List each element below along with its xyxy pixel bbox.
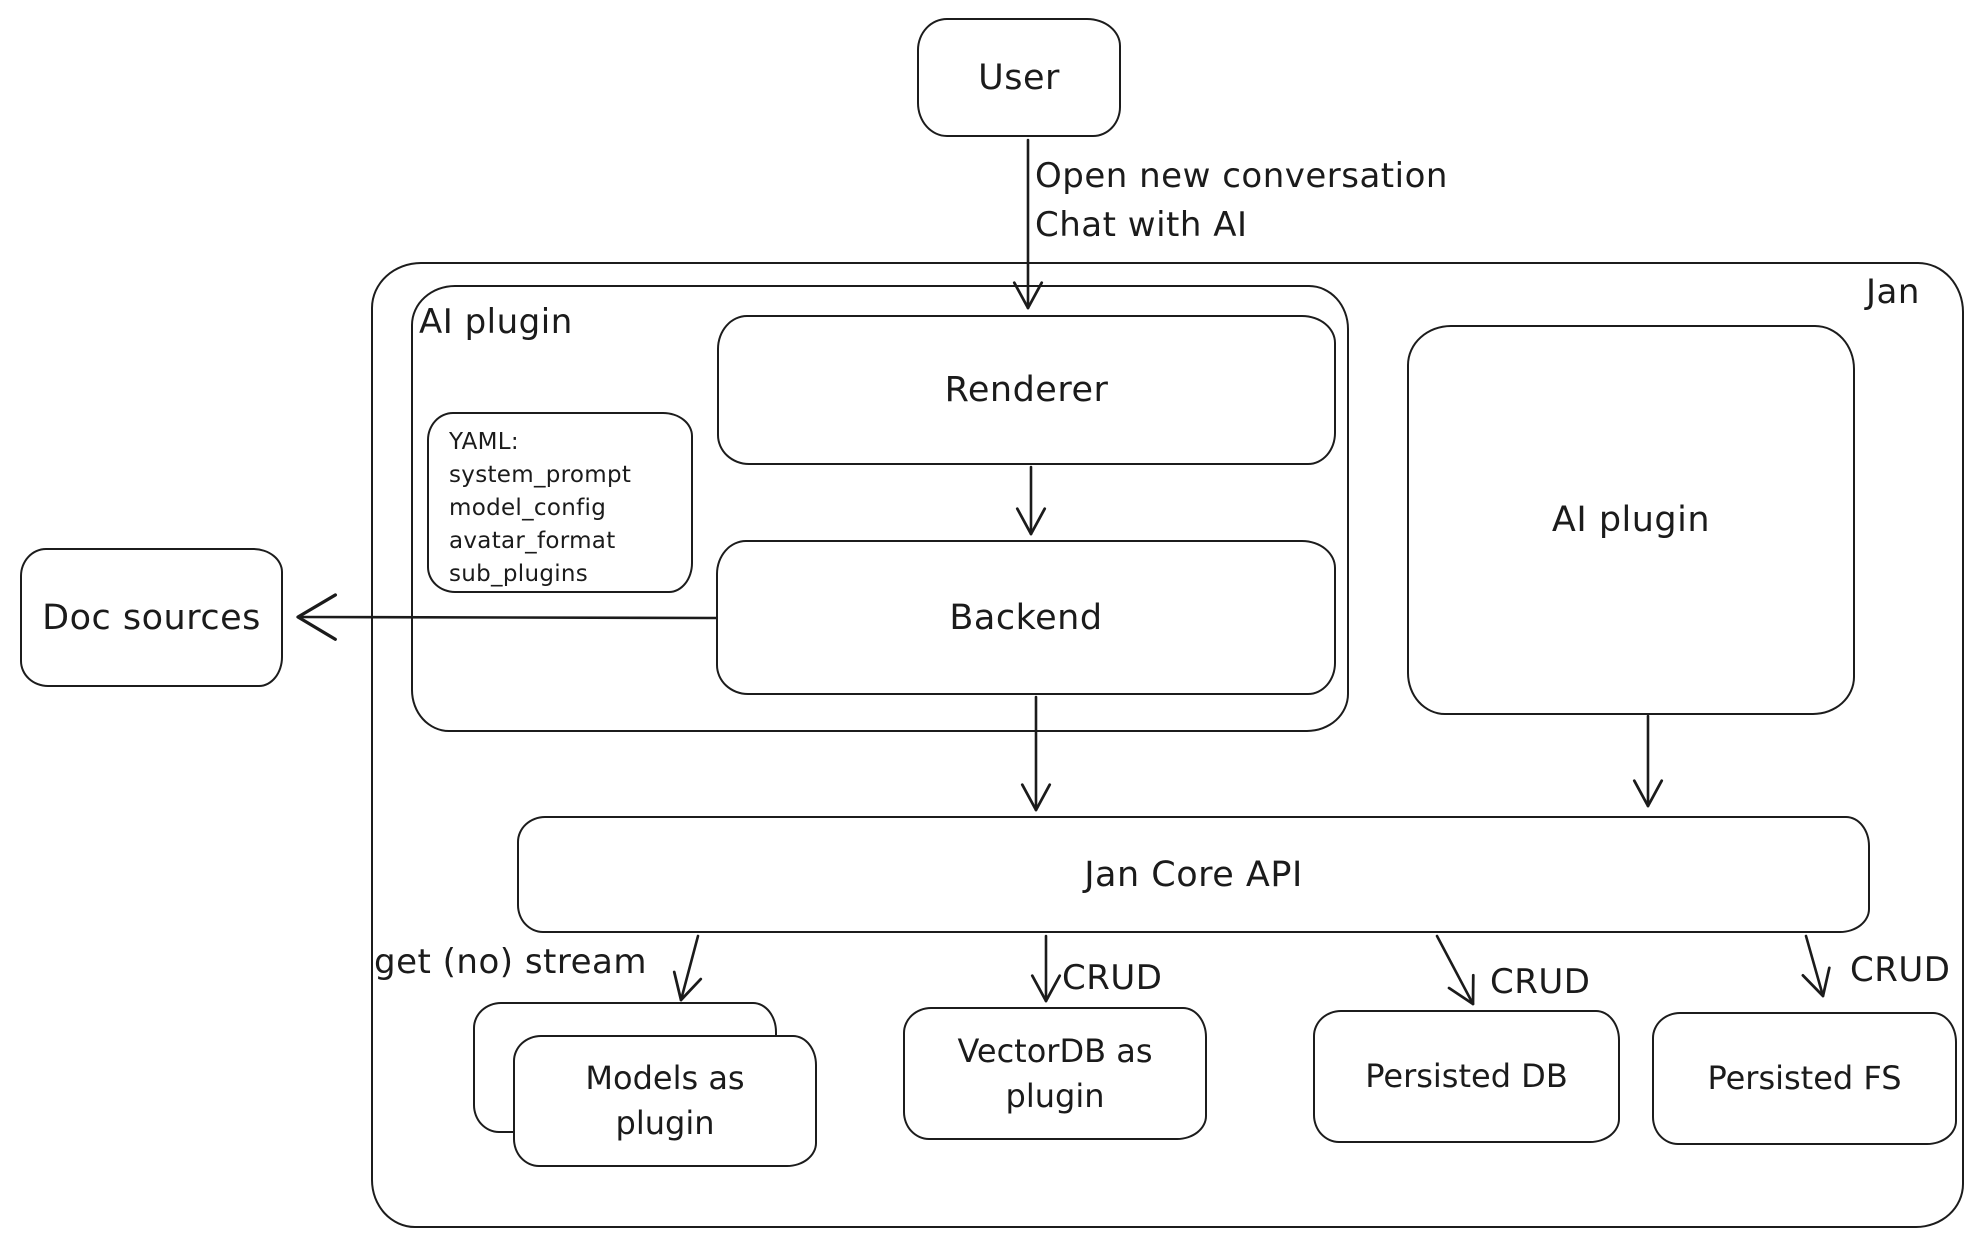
ai-plugin-container-box bbox=[411, 285, 1349, 732]
jan-core-api-node: Jan Core API bbox=[517, 816, 1870, 933]
yaml-note-lines: YAML: system_prompt model_config avatar_… bbox=[449, 426, 631, 591]
persisted-db-node: Persisted DB bbox=[1313, 1010, 1620, 1143]
ai-plugin-right-node: AI plugin bbox=[1407, 325, 1855, 715]
ai-plugin-container-label: AI plugin bbox=[419, 302, 573, 342]
doc-sources-label: Doc sources bbox=[42, 597, 261, 638]
yaml-line-sub-plugins: sub_plugins bbox=[449, 561, 589, 587]
models-plugin-label: Models as plugin bbox=[585, 1059, 745, 1142]
jan-container-box bbox=[371, 262, 1964, 1228]
doc-sources-node: Doc sources bbox=[20, 548, 283, 687]
backend-node-label: Backend bbox=[949, 597, 1103, 638]
user-node-label: User bbox=[978, 57, 1060, 98]
crud-label-persisted-fs: CRUD bbox=[1850, 950, 1951, 990]
backend-node: Backend bbox=[716, 540, 1336, 695]
yaml-line-avatar-format: avatar_format bbox=[449, 528, 616, 554]
vectordb-plugin-node: VectorDB as plugin bbox=[903, 1007, 1207, 1140]
get-no-stream-label: get (no) stream bbox=[374, 942, 647, 982]
persisted-db-label: Persisted DB bbox=[1365, 1057, 1568, 1095]
persisted-fs-node: Persisted FS bbox=[1652, 1012, 1957, 1145]
crud-label-vectordb: CRUD bbox=[1062, 958, 1163, 998]
jan-container-label: Jan bbox=[1866, 272, 1920, 312]
crud-label-persisted-db: CRUD bbox=[1490, 962, 1591, 1002]
jan-core-api-label: Jan Core API bbox=[1084, 854, 1303, 895]
persisted-fs-label: Persisted FS bbox=[1707, 1059, 1902, 1097]
user-edge-label-line1: Open new conversation bbox=[1035, 156, 1448, 196]
yaml-line-model-config: model_config bbox=[449, 495, 607, 521]
yaml-line-system-prompt: system_prompt bbox=[449, 462, 632, 488]
yaml-note-box: YAML: system_prompt model_config avatar_… bbox=[427, 412, 693, 593]
renderer-node-label: Renderer bbox=[944, 370, 1109, 410]
user-node: User bbox=[917, 18, 1121, 137]
ai-plugin-right-label: AI plugin bbox=[1551, 500, 1711, 540]
vectordb-plugin-label: VectorDB as plugin bbox=[957, 1031, 1153, 1115]
user-edge-label-line2: Chat with AI bbox=[1035, 205, 1248, 245]
yaml-line-title: YAML: bbox=[449, 429, 519, 455]
models-plugin-node: Models as plugin bbox=[513, 1035, 817, 1167]
user-edge-label: Open new conversation Chat with AI bbox=[1035, 152, 1448, 250]
renderer-node: Renderer bbox=[717, 315, 1336, 465]
